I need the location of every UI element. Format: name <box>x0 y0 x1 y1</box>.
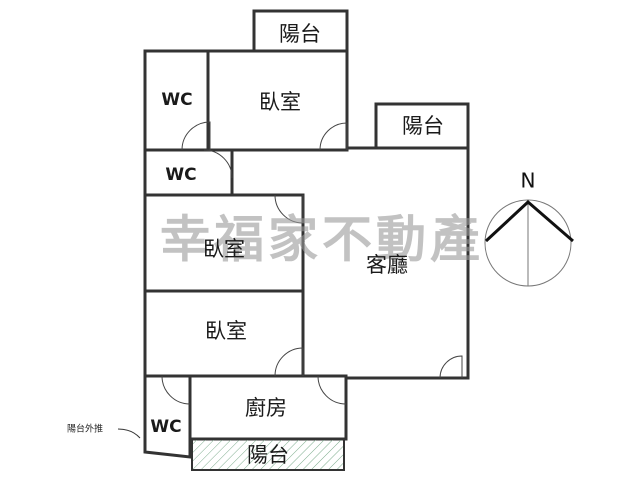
balcony-right-label: 陽台 <box>402 114 444 138</box>
bedroom-middle-label: 臥室 <box>203 237 245 261</box>
wc-lower-outline <box>143 374 192 459</box>
door-upper-wc <box>181 121 211 151</box>
wc-middle-label: WC <box>165 165 196 185</box>
compass-north-label: N <box>521 169 536 193</box>
balcony-bottom-outline <box>191 438 345 471</box>
door-wc-lower <box>161 375 191 405</box>
north-arrow-icon <box>484 199 574 243</box>
door-kitchen <box>317 375 347 405</box>
annotation-label: 陽台外推 <box>67 423 103 435</box>
watermark-text: 幸福家不動產 <box>160 211 484 269</box>
balcony-top-label: 陽台 <box>279 22 321 46</box>
door-bedroom-lower <box>274 347 304 377</box>
bedroom-lower-label: 臥室 <box>205 319 247 343</box>
doors <box>161 121 463 405</box>
balcony-bottom-label: 陽台 <box>247 443 289 467</box>
wc-upper-label: WC <box>161 90 192 110</box>
door-entrance <box>439 355 463 379</box>
door-wc-middle <box>203 149 233 179</box>
walls <box>143 9 470 471</box>
compass: N <box>484 169 574 287</box>
bedroom-top-label: 臥室 <box>259 90 301 114</box>
living-room-label: 客廳 <box>366 253 408 277</box>
door-bedroom-top <box>319 122 348 151</box>
kitchen-label: 廚房 <box>245 396 287 420</box>
living-outline <box>232 146 470 380</box>
door-bedroom-middle <box>274 194 304 224</box>
wc-lower-label: WC <box>150 417 181 437</box>
annotation-leader <box>117 428 141 439</box>
